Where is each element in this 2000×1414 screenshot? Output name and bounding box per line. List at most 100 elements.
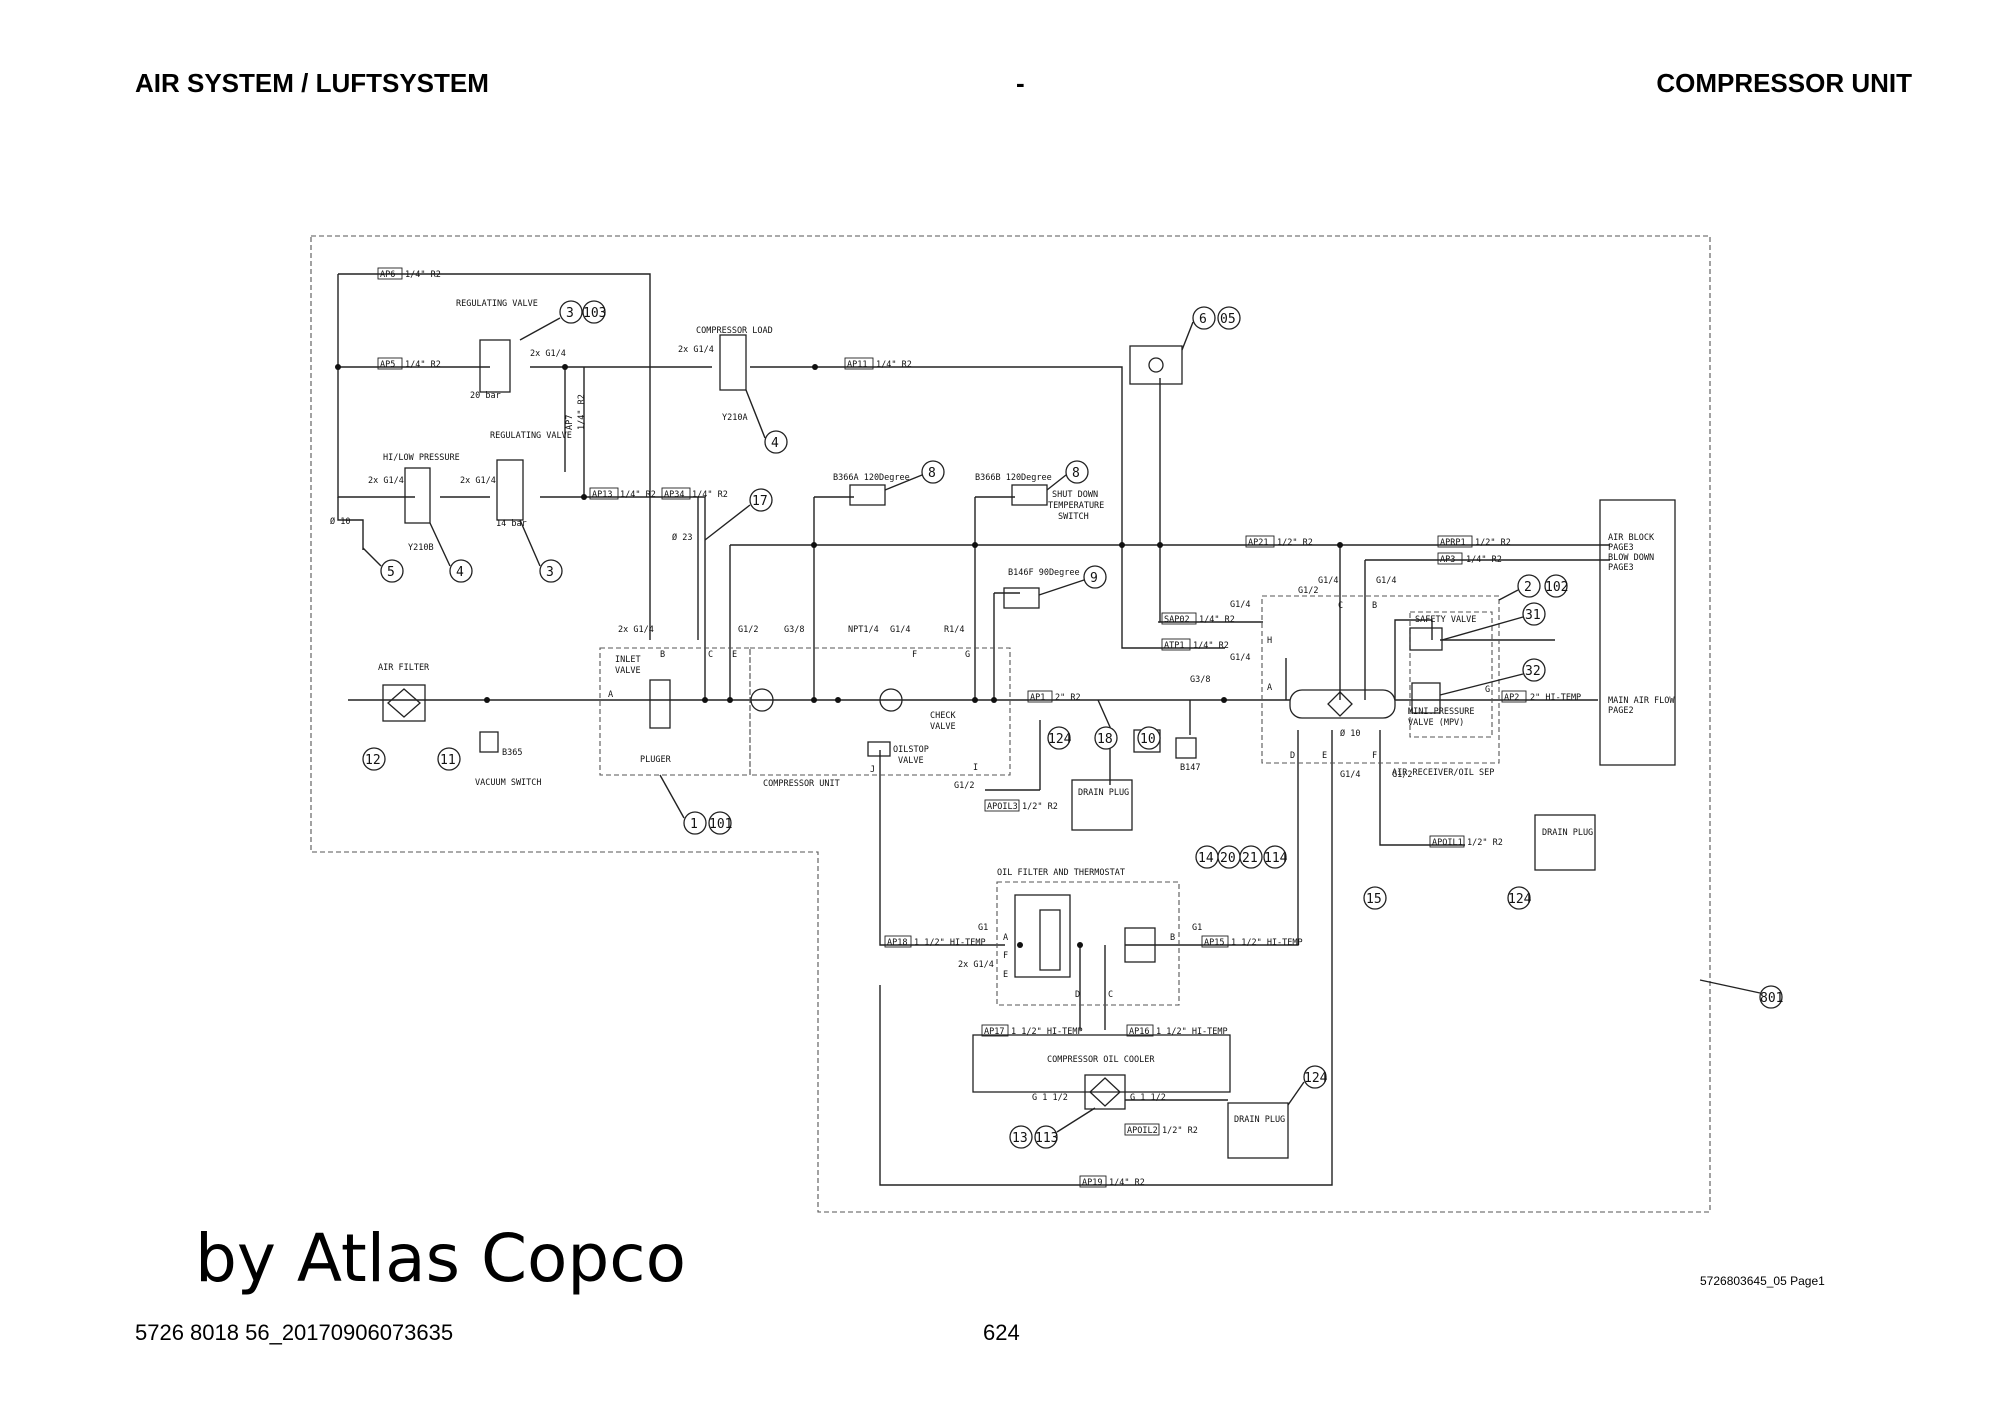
spec-aprp1: 1/2" R2 xyxy=(1475,538,1511,548)
callout-4b: 4 xyxy=(456,565,464,580)
port-g14d: G1/4 xyxy=(1318,576,1338,586)
port-g112b: G 1 1/2 xyxy=(1130,1093,1166,1103)
label-inlet-valve-1: INLET xyxy=(615,655,641,665)
port-g12b: G1/2 xyxy=(954,781,974,791)
callout-bubbles: 3 103 4 5 4 3 17 6 05 8 8 9 2 102 31 32 … xyxy=(362,300,1783,1149)
document-reference: 5726803645_05 Page1 xyxy=(1700,1274,1825,1288)
port-letter-e: E xyxy=(732,650,737,660)
label-inlet-valve-2: VALVE xyxy=(615,666,641,676)
label-b146f: B146F 90Degree xyxy=(1008,568,1080,578)
label-air-block-4: PAGE3 xyxy=(1608,563,1634,573)
port-letter-e2: E xyxy=(1322,751,1327,761)
pressure-gauge-box xyxy=(1129,345,1183,385)
label-air-filter: AIR FILTER xyxy=(378,663,430,673)
callout-31: 31 xyxy=(1525,608,1541,623)
spec-apol3: 1/2" R2 xyxy=(1022,802,1058,812)
tag-ap2: AP2 xyxy=(1504,693,1519,703)
tag-ap3: AP3 xyxy=(1440,555,1455,565)
port-g14b: G1/4 xyxy=(1230,600,1250,610)
spec-ap18: 1 1/2" HI-TEMP xyxy=(914,938,986,948)
port-2xg14-d: 2x G1/4 xyxy=(460,476,496,486)
label-check-valve-1: CHECK xyxy=(930,711,956,721)
label-oilstop-valve-1: OILSTOP xyxy=(893,745,929,755)
callout-05: 05 xyxy=(1220,312,1236,327)
label-14bar: 14 bar xyxy=(496,519,527,529)
drain-plug-box-3 xyxy=(1227,1102,1289,1159)
label-y210b: Y210B xyxy=(408,543,434,553)
tag-ap19: AP19 xyxy=(1082,1178,1102,1188)
port-2xg14-c: 2x G1/4 xyxy=(368,476,404,486)
port-npt14: NPT1/4 xyxy=(848,625,879,635)
oil-cooler-box xyxy=(972,1034,1231,1093)
port-g12c: G1/2 xyxy=(1392,770,1412,780)
leader-lines xyxy=(362,317,1761,1133)
tag-ap6: AP6 xyxy=(380,270,395,280)
port-r14: R1/4 xyxy=(944,625,964,635)
tag-ap1: AP1 xyxy=(1030,693,1045,703)
callout-102: 102 xyxy=(1545,580,1568,595)
port-letter-f3: F xyxy=(1003,951,1008,961)
tag-ap21: AP21 xyxy=(1248,538,1268,548)
header-right-title: COMPRESSOR UNIT xyxy=(1656,68,1912,98)
callout-18: 18 xyxy=(1097,732,1113,747)
callout-113: 113 xyxy=(1035,1131,1058,1146)
label-air-block-3: BLOW DOWN xyxy=(1608,553,1654,563)
port-letter-d: D xyxy=(1290,751,1295,761)
callout-10: 10 xyxy=(1140,732,1156,747)
label-main-air-2: PAGE2 xyxy=(1608,706,1634,716)
label-mpv-1: MINI.PRESSURE xyxy=(1408,707,1475,717)
label-check-valve-2: VALVE xyxy=(930,722,956,732)
port-letter-e3: E xyxy=(1003,970,1008,980)
port-g12d: G1/2 xyxy=(1298,586,1318,596)
callout-14: 14 xyxy=(1198,851,1214,866)
callout-9: 9 xyxy=(1090,571,1098,586)
label-shutdown-3: SWITCH xyxy=(1058,512,1089,522)
callout-3a: 3 xyxy=(566,306,574,321)
label-b366b: B366B 120Degree xyxy=(975,473,1052,483)
spec-ap1: 2" R2 xyxy=(1055,693,1081,703)
spec-atp1: 1/4" R2 xyxy=(1193,641,1229,651)
label-compressor-load: COMPRESSOR LOAD xyxy=(696,326,773,336)
callout-114: 114 xyxy=(1264,851,1288,866)
port-g38: G3/8 xyxy=(784,625,804,635)
spec-ap17: 1 1/2" HI-TEMP xyxy=(1011,1027,1083,1037)
spec-ap2: 2" HI-TEMP xyxy=(1530,693,1581,703)
air-filter-box xyxy=(382,684,426,722)
tag-ap7: AP7 xyxy=(565,415,575,430)
label-pluger: PLUGER xyxy=(640,755,672,765)
port-letter-i: I xyxy=(973,763,978,773)
diagram-labels: REGULATING VALVE COMPRESSOR LOAD REGULAT… xyxy=(330,267,1675,1188)
callout-124b: 124 xyxy=(1508,892,1532,907)
tag-ap16: AP16 xyxy=(1129,1027,1149,1037)
footer-document-id: 5726 8018 56_20170906073635 xyxy=(135,1320,454,1345)
label-orifice-10: Ø 10 xyxy=(330,516,350,527)
label-air-block-2: PAGE3 xyxy=(1608,543,1634,553)
callout-11: 11 xyxy=(440,753,456,768)
callout-6: 6 xyxy=(1199,312,1207,327)
receiver-vessel xyxy=(1289,689,1396,719)
callout-12: 12 xyxy=(365,753,381,768)
tag-ap11: AP11 xyxy=(847,360,867,370)
label-compressor-unit: COMPRESSOR UNIT xyxy=(763,779,840,789)
spec-ap11: 1/4" R2 xyxy=(876,360,912,370)
callout-8b: 8 xyxy=(1072,466,1080,481)
callout-124a: 124 xyxy=(1048,732,1072,747)
port-letter-j: J xyxy=(870,765,875,775)
tag-atp1: ATP1 xyxy=(1164,641,1184,651)
port-letter-a2: A xyxy=(1267,683,1272,693)
spec-ap3: 1/4" R2 xyxy=(1466,555,1502,565)
port-g1b: G1 xyxy=(1192,923,1202,933)
port-letter-a3: A xyxy=(1003,933,1008,943)
port-letter-b: B xyxy=(660,650,665,660)
label-b366a: B366A 120Degree xyxy=(833,473,910,483)
callout-13: 13 xyxy=(1012,1131,1028,1146)
tag-ap15: AP15 xyxy=(1204,938,1224,948)
tag-ap17: AP17 xyxy=(984,1027,1004,1037)
port-g14c: G1/4 xyxy=(1230,653,1250,663)
port-letter-h: H xyxy=(1267,636,1272,646)
air-block-box xyxy=(1599,499,1676,766)
drain-plug-box-2 xyxy=(1534,814,1596,871)
watermark: by Atlas Copco xyxy=(195,1220,686,1297)
label-shutdown-1: SHUT DOWN xyxy=(1052,490,1098,500)
callout-17: 17 xyxy=(752,494,768,509)
